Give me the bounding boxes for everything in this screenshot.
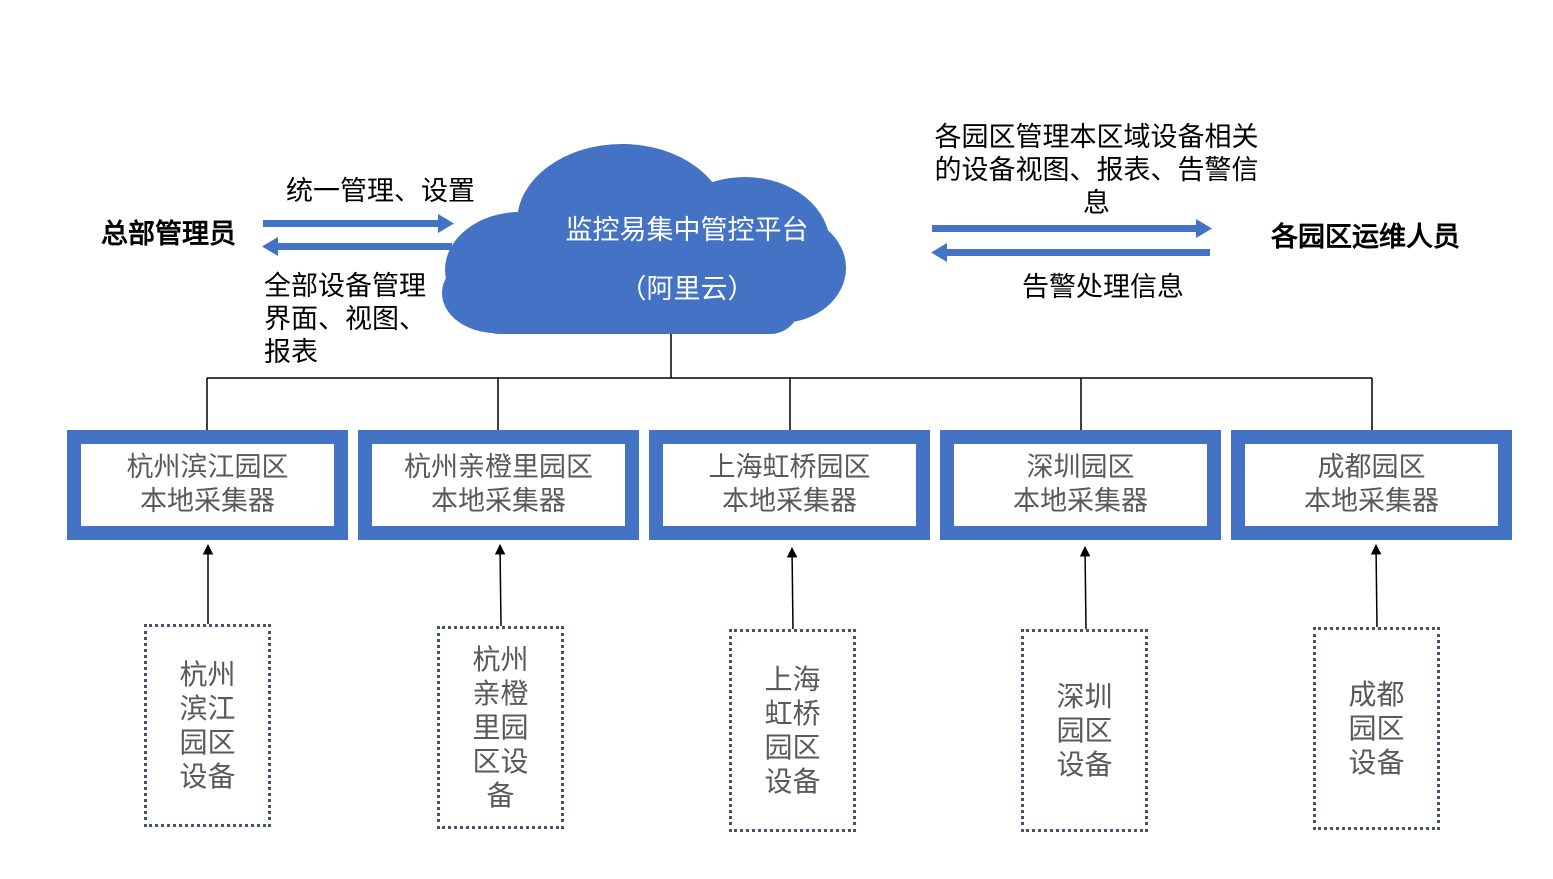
hq-admin-label: 总部管理员 <box>101 219 236 250</box>
device-arrows <box>202 543 1382 631</box>
collector-box: 杭州滨江园区 本地采集器 <box>67 430 348 540</box>
park-ops-to-platform-label: 告警处理信息 <box>1022 272 1184 303</box>
device-label: 上海虹桥园区设备 <box>764 662 821 798</box>
hq-arrows <box>262 214 454 256</box>
collector-site: 杭州滨江园区 <box>126 452 289 483</box>
device-label: 杭州滨江园区设备 <box>179 657 236 793</box>
collector-site: 杭州亲橙里园区 <box>404 452 593 483</box>
collector-site: 上海虹桥园区 <box>708 452 871 483</box>
device-label: 杭州亲橙里园区设备 <box>472 642 529 812</box>
park-ops-label: 各园区运维人员 <box>1271 222 1460 253</box>
device-box: 上海虹桥园区设备 <box>729 629 856 832</box>
device-label: 成都园区设备 <box>1348 677 1405 779</box>
collector-type: 本地采集器 <box>140 486 275 517</box>
collector-box: 成都园区 本地采集器 <box>1231 430 1512 540</box>
device-box: 杭州亲橙里园区设备 <box>437 626 564 829</box>
collector-box: 上海虹桥园区 本地采集器 <box>649 430 930 540</box>
device-box: 成都园区设备 <box>1313 627 1440 830</box>
hq-to-platform-label: 统一管理、设置 <box>286 176 475 207</box>
collector-type: 本地采集器 <box>722 486 857 517</box>
park-ops-from-platform-label: 各园区管理本区域设备相关的设备视图、报表、告警信息 <box>934 122 1259 219</box>
platform-name: 监控易集中管控平台 <box>565 215 809 246</box>
hq-from-platform-label: 全部设备管理界面、视图、报表 <box>264 271 426 368</box>
park-ops-arrows <box>931 219 1212 262</box>
collector-box: 深圳园区 本地采集器 <box>940 430 1221 540</box>
device-box: 深圳园区设备 <box>1021 629 1148 832</box>
collector-type: 本地采集器 <box>431 486 566 517</box>
device-label: 深圳园区设备 <box>1056 679 1113 781</box>
device-box: 杭州滨江园区设备 <box>144 624 271 827</box>
collector-site: 深圳园区 <box>1026 452 1135 483</box>
collector-box: 杭州亲橙里园区 本地采集器 <box>358 430 639 540</box>
connector-tree <box>206 334 1373 430</box>
collector-site: 成都园区 <box>1317 452 1426 483</box>
collector-type: 本地采集器 <box>1304 486 1439 517</box>
collector-type: 本地采集器 <box>1013 486 1148 517</box>
cloud-shape <box>442 144 846 334</box>
platform-host: （阿里云） <box>619 274 755 305</box>
